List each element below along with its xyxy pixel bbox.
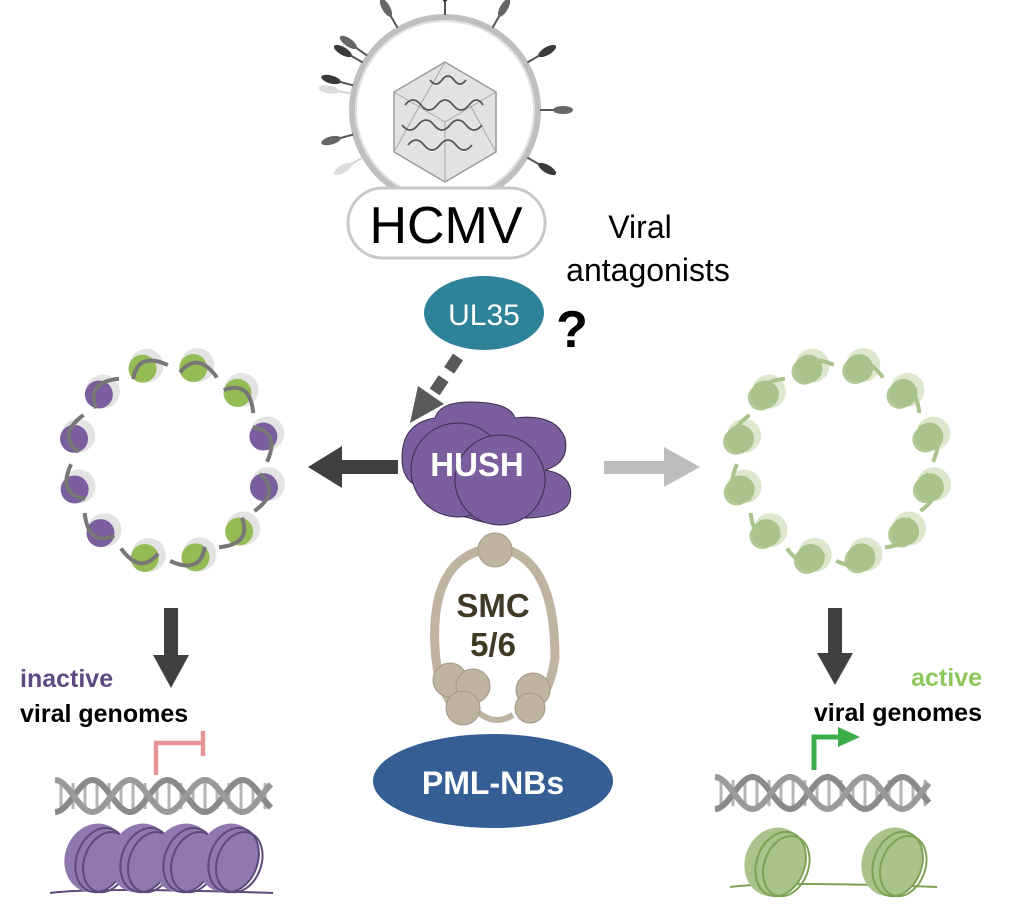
nucleosome	[793, 547, 820, 574]
dna-strand	[64, 463, 86, 501]
dna-strand	[844, 360, 885, 379]
dna-helix-active	[714, 773, 932, 813]
dna-wrap	[762, 835, 811, 898]
arrow-to-inactive-genome	[308, 446, 398, 488]
dna-strand	[252, 425, 274, 463]
nucleosome	[64, 823, 126, 893]
dna-backbone	[714, 773, 932, 813]
inactive-state-label: inactive	[20, 665, 113, 693]
spike-head	[321, 74, 341, 85]
repressed-chromatin-ring	[60, 348, 285, 572]
nucleosome	[225, 517, 254, 546]
dna-strand	[748, 512, 781, 541]
dna-strand	[169, 546, 207, 568]
spike-head	[333, 44, 352, 58]
nucleosome	[179, 354, 208, 383]
spike-head	[441, 0, 449, 2]
compact-nucleosomes	[49, 823, 274, 894]
active-chromatin-ring	[723, 348, 951, 574]
dna-strand	[889, 385, 922, 414]
smc-label-line2: 5/6	[470, 626, 516, 663]
dna-wrap	[215, 831, 264, 894]
nucleosome	[223, 378, 252, 407]
dna-strand	[732, 413, 751, 454]
active-state-label: active	[911, 664, 982, 692]
ul35-label: UL35	[448, 299, 520, 332]
dna-strand	[218, 517, 247, 550]
dna-wrap	[871, 830, 924, 898]
viral-antagonists-line2: antagonists	[566, 252, 730, 288]
dna-backbone	[714, 773, 932, 813]
nucleosome	[888, 521, 915, 548]
arrow-down-inactive	[153, 608, 189, 688]
spike-head	[538, 44, 557, 58]
smc5-6-complex: SMC 5/6	[430, 532, 560, 726]
virion-icon	[318, 0, 573, 206]
dna-strand	[835, 546, 873, 568]
spike-head	[318, 85, 339, 94]
dna-strand	[253, 472, 272, 513]
dna-strand	[757, 376, 786, 409]
dna-strand	[131, 358, 169, 380]
glycoprotein-spikes	[318, 0, 573, 176]
dna-strand	[178, 360, 219, 379]
viral-dna-icon	[401, 75, 484, 151]
active-genomes-label: viral genomes	[814, 699, 982, 727]
hcmv-label-box: HCMV	[346, 186, 547, 260]
dna-strand	[919, 472, 938, 513]
repressed-promoter-icon	[153, 731, 206, 775]
nucleosome	[84, 380, 113, 409]
arrow-to-active-genome	[604, 447, 700, 487]
dna-strand	[797, 358, 835, 380]
dna-strand	[785, 547, 826, 566]
nucleosome	[861, 827, 923, 897]
dna-strand	[91, 376, 120, 409]
inactive-genomes-label: viral genomes	[20, 700, 188, 728]
nucleosome	[130, 543, 159, 572]
ul35-node: UL35	[424, 276, 544, 350]
viral-antagonists-line1: Viral	[608, 209, 671, 245]
spike-head	[339, 35, 357, 49]
dna-strand	[730, 463, 752, 501]
hush-label: HUSH	[430, 446, 524, 483]
dashed-inhibition-arrow	[410, 353, 463, 423]
dna-strand	[918, 425, 940, 463]
pml-nbs-label: PML-NBs	[422, 765, 564, 801]
spike-head	[538, 162, 557, 176]
dna-helix-inactive	[54, 776, 274, 816]
nucleosome	[60, 424, 89, 453]
hush-complex: HUSH	[401, 401, 572, 526]
dna-backbone	[54, 776, 274, 816]
dna-strand	[884, 517, 913, 550]
spike-head	[497, 0, 511, 17]
open-nucleosomes	[729, 827, 938, 898]
spike-head	[379, 0, 393, 17]
dna-backbone	[54, 776, 274, 816]
dna-strand	[223, 385, 256, 414]
hcmv-label: HCMV	[369, 197, 522, 255]
nucleosome	[249, 473, 278, 502]
spike-head	[553, 106, 573, 114]
dna-wrap	[879, 835, 928, 898]
dna-wrap	[207, 826, 260, 894]
nucleosome	[197, 823, 259, 893]
pml-nbs-node: PML-NBs	[373, 734, 613, 828]
spike-head	[321, 135, 341, 146]
smc-label-line1: SMC	[456, 587, 529, 624]
active-promoter-arrow-icon	[811, 727, 860, 770]
dna-strand	[82, 512, 115, 541]
dna-strand	[119, 547, 160, 566]
nucleosome	[152, 823, 214, 893]
dna-strand	[66, 413, 85, 454]
nucleosome	[744, 827, 806, 897]
unknown-antagonist-question-mark: ?	[556, 301, 588, 359]
arrow-down-active	[817, 608, 853, 685]
dna-wrap	[754, 830, 807, 898]
nucleosome	[86, 519, 115, 548]
spike-head	[333, 162, 352, 176]
